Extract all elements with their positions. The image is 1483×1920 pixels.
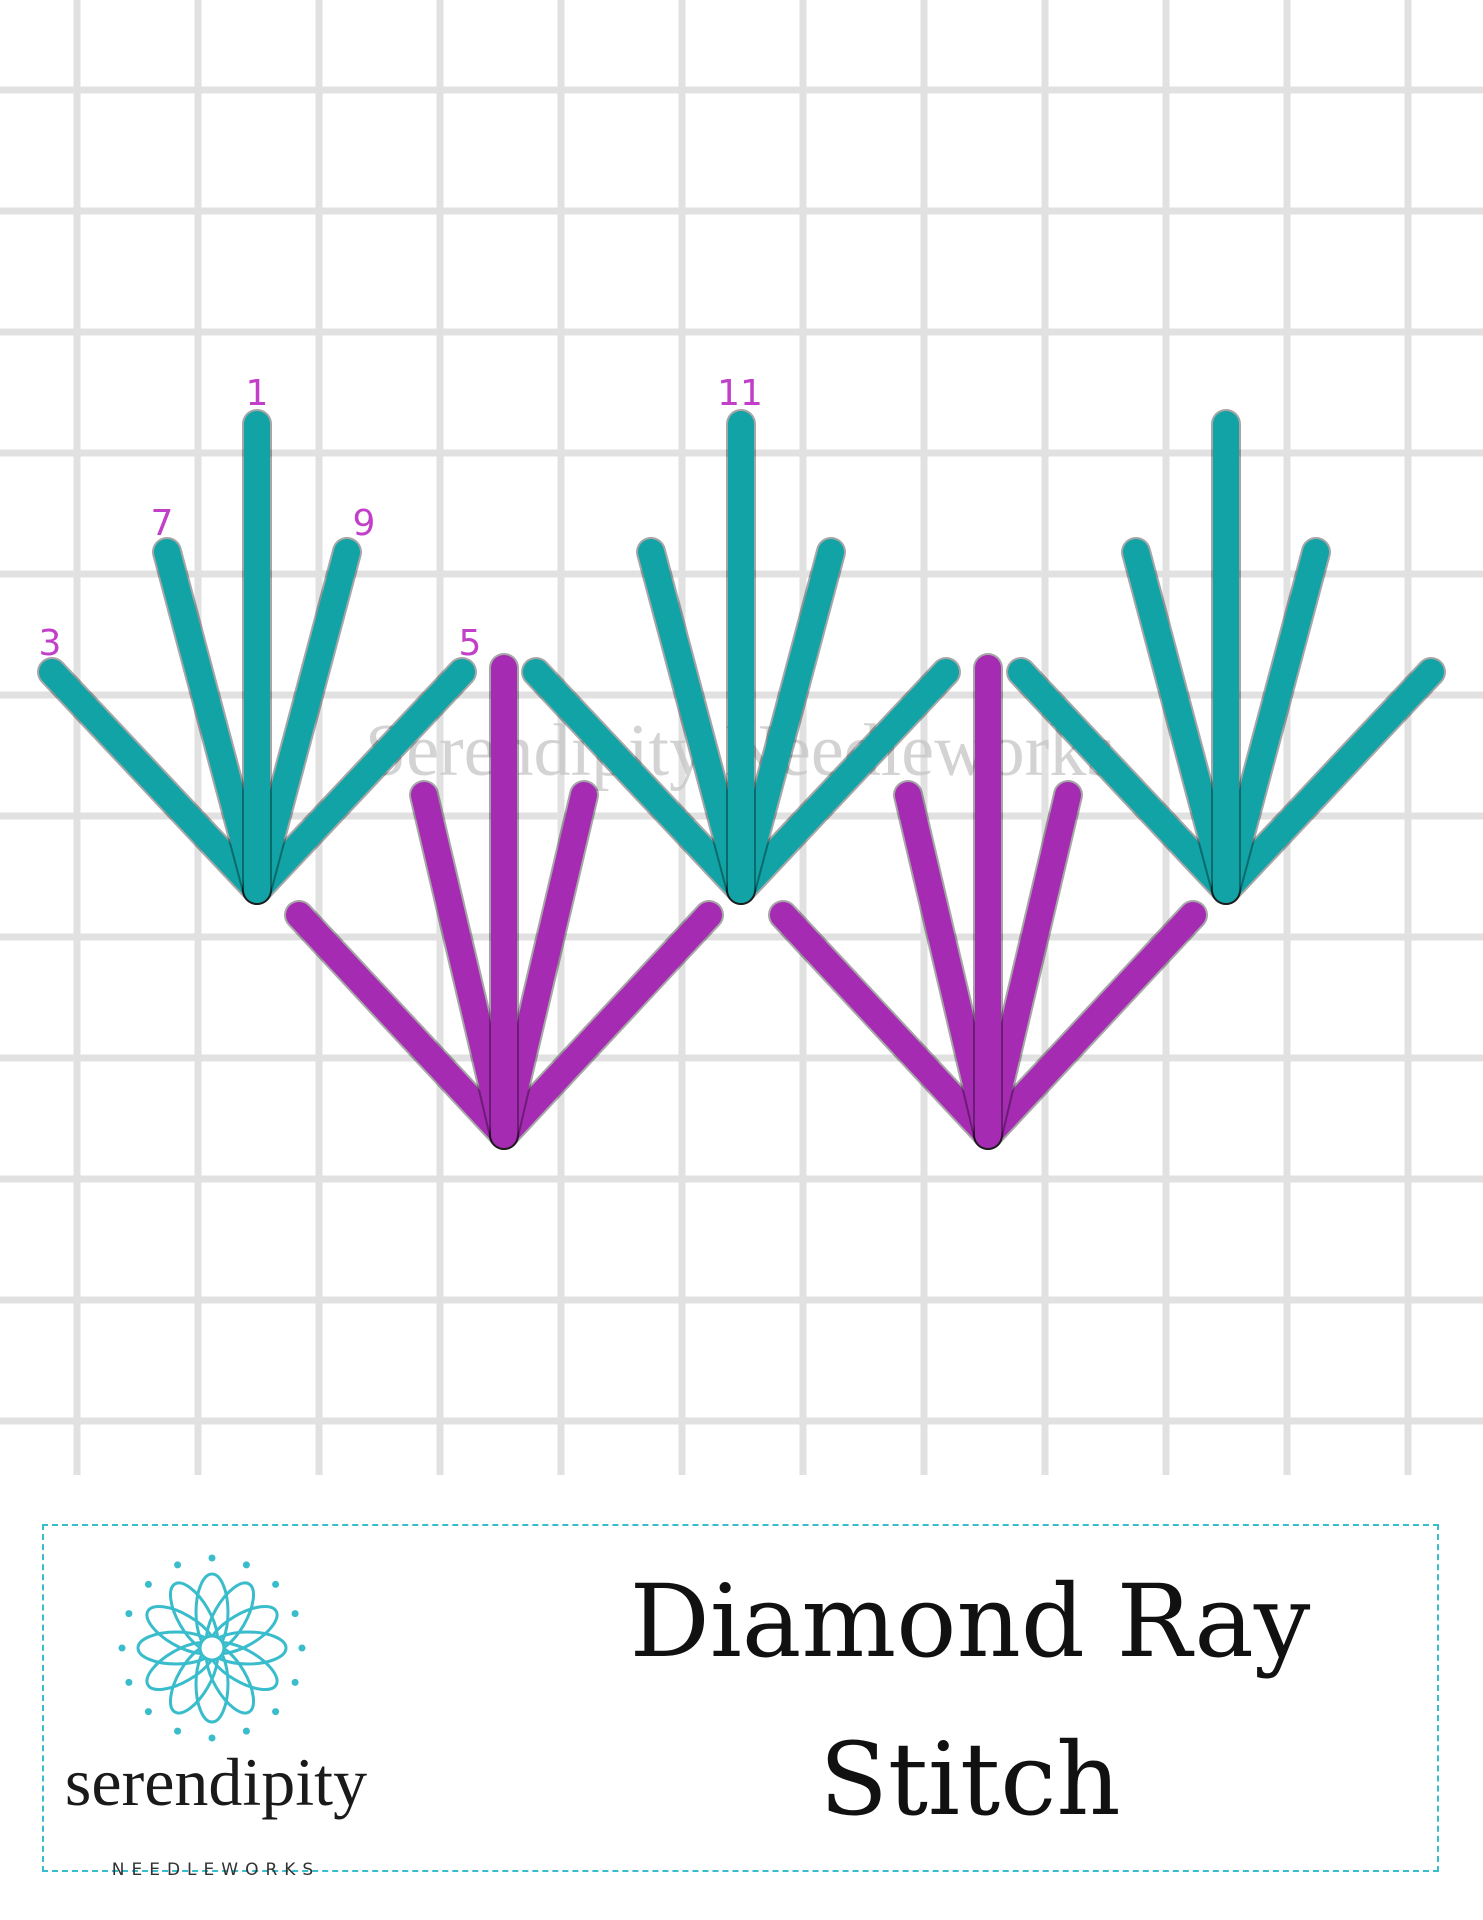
logo-dot bbox=[291, 1678, 299, 1686]
stitch-number-labels: 1 7 9 3 5 11 bbox=[39, 373, 763, 664]
brand-subtitle: NEEDLEWORKS bbox=[111, 1860, 321, 1880]
stitch-label-11: 11 bbox=[717, 373, 763, 414]
stitch-label-5: 5 bbox=[459, 623, 482, 664]
magenta-ray-fan bbox=[284, 653, 724, 1150]
stitch-line bbox=[286, 902, 517, 1148]
title-line-2: Stitch bbox=[819, 1721, 1121, 1838]
stitch-label-9: 9 bbox=[353, 503, 376, 544]
stitch-line bbox=[975, 782, 1081, 1148]
teal-ray-fan bbox=[521, 409, 961, 905]
logo-dot bbox=[208, 1554, 216, 1562]
logo-dot bbox=[174, 1561, 182, 1569]
logo-dot bbox=[125, 1610, 133, 1618]
teal-ray-fan bbox=[1006, 409, 1446, 905]
stitch-label-7: 7 bbox=[151, 503, 174, 544]
logo-dot bbox=[144, 1708, 152, 1716]
stitch-label-3: 3 bbox=[39, 623, 62, 664]
logo-dot bbox=[272, 1580, 280, 1588]
stitch-line bbox=[491, 782, 597, 1148]
logo-dot bbox=[242, 1727, 250, 1735]
stitch-line bbox=[638, 539, 754, 903]
stitch-line bbox=[975, 902, 1206, 1148]
logo-dot bbox=[174, 1727, 182, 1735]
stitch-line bbox=[491, 902, 722, 1148]
stitch-line bbox=[728, 659, 959, 903]
title-line-1: Diamond Ray bbox=[629, 1563, 1311, 1680]
stitch-line bbox=[1008, 659, 1239, 903]
title-frame bbox=[42, 1524, 1439, 1872]
stitch-line bbox=[411, 782, 517, 1148]
stitch-line bbox=[523, 659, 754, 903]
stitch-line bbox=[728, 539, 844, 903]
stitch-diagram: Serendipity Needleworks 1 7 9 3 5 11 bbox=[0, 0, 1483, 1475]
stitch-line bbox=[1213, 539, 1329, 903]
logo-dot bbox=[272, 1708, 280, 1716]
logo-dot bbox=[118, 1644, 126, 1652]
stitch-fans bbox=[37, 409, 1446, 1150]
logo-dot bbox=[208, 1734, 216, 1742]
brand-name: serendipity bbox=[64, 1744, 368, 1820]
stitch-line bbox=[770, 902, 1001, 1148]
logo-dot bbox=[242, 1561, 250, 1569]
stitch-line bbox=[154, 539, 270, 903]
logo-dot bbox=[144, 1580, 152, 1588]
teal-ray-fan bbox=[37, 409, 477, 905]
stitch-line bbox=[244, 539, 360, 903]
serendipity-logo-icon bbox=[118, 1554, 306, 1742]
stitch-line bbox=[39, 659, 270, 903]
stitch-line bbox=[1213, 659, 1444, 903]
stitch-line bbox=[244, 659, 475, 903]
logo-dot bbox=[291, 1610, 299, 1618]
stitch-label-1: 1 bbox=[246, 373, 269, 414]
magenta-ray-fan bbox=[768, 653, 1208, 1150]
stitch-line bbox=[895, 782, 1001, 1148]
stitch-line bbox=[1123, 539, 1239, 903]
logo-dot bbox=[125, 1678, 133, 1686]
logo-dot bbox=[298, 1644, 306, 1652]
